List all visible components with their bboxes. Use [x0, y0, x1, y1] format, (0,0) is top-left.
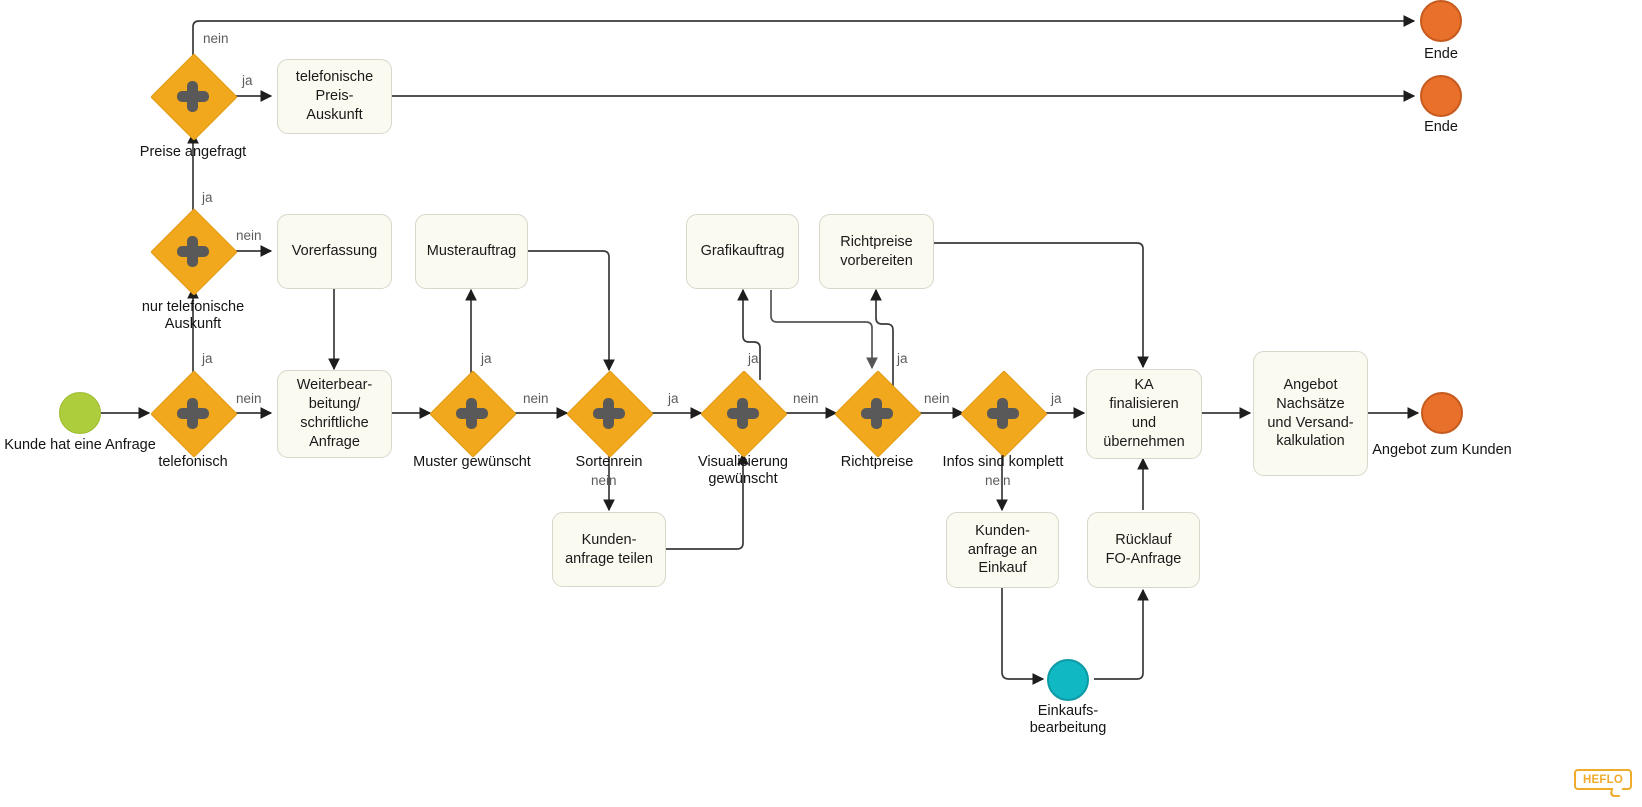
gateway-sortenrein[interactable]	[566, 370, 654, 458]
edge-label-muster-nein: nein	[523, 391, 549, 406]
edge-label-telefonisch-nein: nein	[236, 391, 262, 406]
task-ruecklauf-fo-anfrage[interactable]: Rücklauf FO-Anfrage	[1087, 512, 1200, 588]
gateway-preise-angefragt-label: Preise angefragt	[139, 144, 247, 160]
edge-label-preise-nein: nein	[203, 31, 229, 46]
gateway-visualisierung-gewuenscht[interactable]	[700, 370, 788, 458]
edge-label-infos-nein: nein	[985, 473, 1011, 488]
heflo-logo: HEFLO	[1574, 769, 1632, 797]
edge-label-richtpreise-ja: ja	[897, 351, 908, 366]
gateway-nur-telefonische-auskunft-label: nur telefonische Auskunft	[141, 299, 245, 333]
plus-icon	[187, 236, 198, 267]
plus-icon	[466, 398, 477, 429]
plus-icon	[187, 81, 198, 112]
end-event-ende-top[interactable]	[1420, 0, 1462, 42]
edge-label-richtpreise-nein: nein	[924, 391, 950, 406]
edge-visualisierung-ja	[737, 288, 761, 380]
edge-label-telefonisch-ja: ja	[202, 351, 213, 366]
intermediate-event-label: Einkaufs- bearbeitung	[1029, 703, 1107, 737]
end-event-angebot-label: Angebot zum Kunden	[1372, 442, 1512, 458]
edge-label-muster-ja: ja	[481, 351, 492, 366]
task-kundenanfrage-an-einkauf[interactable]: Kunden- anfrage an Einkauf	[946, 512, 1059, 588]
start-event-label: Kunde hat eine Anfrage	[4, 437, 156, 453]
edge-einkauf-to-intermediate	[1001, 588, 1045, 685]
plus-icon	[603, 398, 614, 429]
gateway-muster-gewuenscht[interactable]	[429, 370, 517, 458]
edge-label-sortenrein-ja: ja	[668, 391, 679, 406]
edge-label-sortenrein-nein: nein	[591, 473, 617, 488]
edge-preise-nein-to-ende-top	[192, 15, 1416, 59]
task-grafikauftrag[interactable]: Grafikauftrag	[686, 214, 799, 289]
plus-icon	[871, 398, 882, 429]
plus-icon	[997, 398, 1008, 429]
task-weiterbearbeitung-schriftliche-anfrage[interactable]: Weiterbear- beitung/ schriftliche Anfrag…	[277, 370, 392, 458]
gateway-preise-angefragt[interactable]	[150, 53, 238, 141]
edge-label-visualisierung-ja: ja	[748, 351, 759, 366]
intermediate-event-einkaufsbearbeitung[interactable]	[1047, 659, 1089, 701]
task-richtpreise-vorbereiten[interactable]: Richtpreise vorbereiten	[819, 214, 934, 289]
gateway-telefonisch[interactable]	[150, 370, 238, 458]
edge-grafikauftrag-to-richtpreise	[770, 290, 878, 370]
edge-label-visualisierung-nein: nein	[793, 391, 819, 406]
edge-label-preise-ja: ja	[242, 73, 253, 88]
task-angebot-nachsaetze-und-versandkalkulation[interactable]: Angebot Nachsätze und Versand- kalkulati…	[1253, 351, 1368, 476]
end-event-ende-top-label: Ende	[1424, 46, 1458, 62]
heflo-logo-text: HEFLO	[1574, 769, 1632, 790]
gateway-visualisierung-label: Visualisierung gewünscht	[697, 454, 788, 488]
edge-label-nur-tel-ja: ja	[202, 190, 213, 205]
task-kundenanfrage-teilen[interactable]: Kunden- anfrage teilen	[552, 512, 666, 587]
gateway-nur-telefonische-auskunft[interactable]	[150, 208, 238, 296]
edge-label-infos-ja: ja	[1051, 391, 1062, 406]
edge-label-nur-tel-nein: nein	[236, 228, 262, 243]
edge-richtpreise-vorbereiten-to-ka	[934, 242, 1149, 369]
task-telefonische-preis-auskunft[interactable]: telefonische Preis- Auskunft	[277, 59, 392, 134]
end-event-ende-second[interactable]	[1420, 75, 1462, 117]
end-event-angebot-zum-kunden[interactable]	[1421, 392, 1463, 434]
end-event-ende-second-label: Ende	[1424, 119, 1458, 135]
heflo-logo-tail	[1608, 788, 1623, 797]
gateway-richtpreise[interactable]	[834, 370, 922, 458]
task-vorerfassung[interactable]: Vorerfassung	[277, 214, 392, 289]
task-ka-finalisieren-und-uebernehmen[interactable]: KA finalisieren und übernehmen	[1086, 369, 1202, 459]
task-musterauftrag[interactable]: Musterauftrag	[415, 214, 528, 289]
start-event-kunde-hat-eine-anfrage[interactable]	[59, 392, 101, 434]
edge-kundenanfrage-teilen-to-visualisierung	[666, 452, 749, 550]
edge-intermediate-to-ruecklauf	[1094, 588, 1149, 680]
plus-icon	[187, 398, 198, 429]
edge-musterauftrag-to-sortenrein	[528, 250, 615, 372]
plus-icon	[737, 398, 748, 429]
gateway-infos-sind-komplett[interactable]	[960, 370, 1048, 458]
